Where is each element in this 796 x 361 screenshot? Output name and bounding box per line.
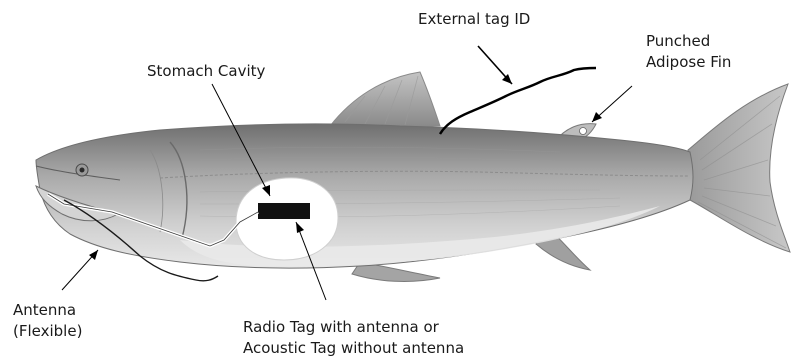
- label-antenna-line-2: (Flexible): [13, 321, 82, 342]
- label-stomach-cavity: Stomach Cavity: [147, 61, 265, 82]
- tag-block: [258, 203, 310, 219]
- tail-fin: [688, 84, 790, 252]
- label-antenna: Antenna (Flexible): [13, 300, 82, 342]
- label-adipose-fin: Punched Adipose Fin: [646, 31, 731, 73]
- label-adipose-line-2: Adipose Fin: [646, 52, 731, 73]
- label-external-tag-text: External tag ID: [418, 9, 530, 30]
- label-adipose-line-1: Punched: [646, 31, 731, 52]
- label-radio-tag-line-2: Acoustic Tag without antenna: [243, 338, 464, 359]
- adipose-punch-hole: [580, 128, 587, 135]
- label-radio-tag: Radio Tag with antenna or Acoustic Tag w…: [243, 317, 464, 359]
- label-external-tag: External tag ID: [418, 9, 530, 30]
- dorsal-fin: [330, 72, 440, 126]
- external-tag-wire: [440, 68, 596, 134]
- label-antenna-line-1: Antenna: [13, 300, 82, 321]
- label-stomach-text: Stomach Cavity: [147, 61, 265, 82]
- label-radio-tag-line-1: Radio Tag with antenna or: [243, 317, 464, 338]
